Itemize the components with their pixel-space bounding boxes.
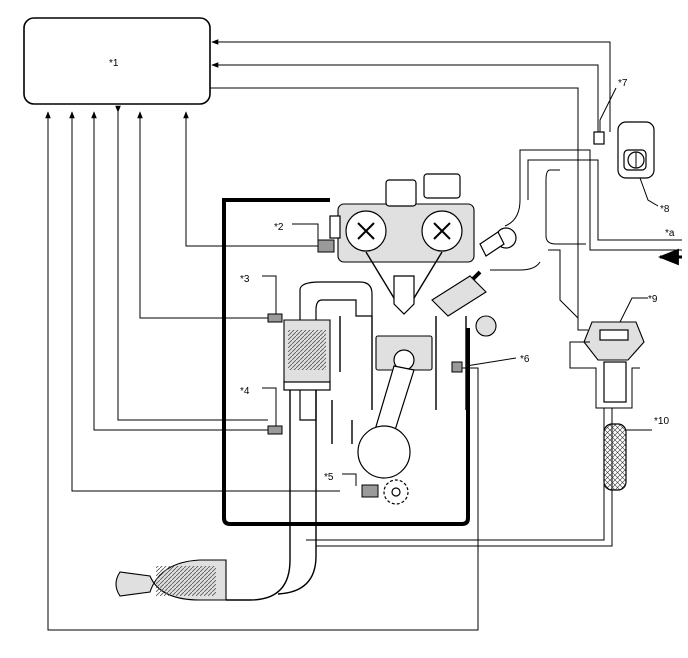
label-7: *7 bbox=[618, 78, 628, 89]
purge-vsv bbox=[569, 321, 645, 409]
label-2: *2 bbox=[274, 222, 284, 233]
label-3: *3 bbox=[240, 274, 250, 285]
label-6: *6 bbox=[520, 354, 530, 365]
knock-sensor bbox=[451, 361, 463, 373]
label-4: *4 bbox=[240, 386, 250, 397]
throttle-actuator bbox=[617, 121, 655, 179]
ecm-label: *1 bbox=[109, 58, 119, 69]
label-9: *9 bbox=[648, 294, 658, 305]
label-10: *10 bbox=[654, 416, 669, 427]
ecm-box bbox=[23, 17, 211, 105]
exhaust-pipe bbox=[115, 390, 317, 601]
ecm-input-lines-bottom bbox=[45, 105, 479, 631]
oxygen-sensor-upper bbox=[267, 313, 283, 323]
purge-line bbox=[490, 249, 579, 319]
leader-lines bbox=[262, 87, 659, 486]
cylinder-head bbox=[329, 173, 475, 263]
oxygen-sensor-lower bbox=[267, 425, 283, 435]
valves bbox=[365, 251, 443, 315]
injector bbox=[431, 227, 517, 317]
air-flow-meter bbox=[593, 131, 605, 145]
airflow-label: *a bbox=[665, 228, 675, 239]
crank-sensor bbox=[361, 479, 409, 505]
charcoal-canister bbox=[603, 423, 627, 491]
air-intake-duct bbox=[504, 149, 682, 251]
ecm-input-lines-right bbox=[210, 39, 611, 331]
label-5: *5 bbox=[324, 472, 334, 483]
air-fuel-sensor bbox=[317, 239, 335, 253]
spark-sensor bbox=[475, 315, 497, 337]
cylinder-block bbox=[331, 316, 467, 479]
label-8: *8 bbox=[660, 204, 670, 215]
exhaust-manifold bbox=[283, 281, 373, 421]
